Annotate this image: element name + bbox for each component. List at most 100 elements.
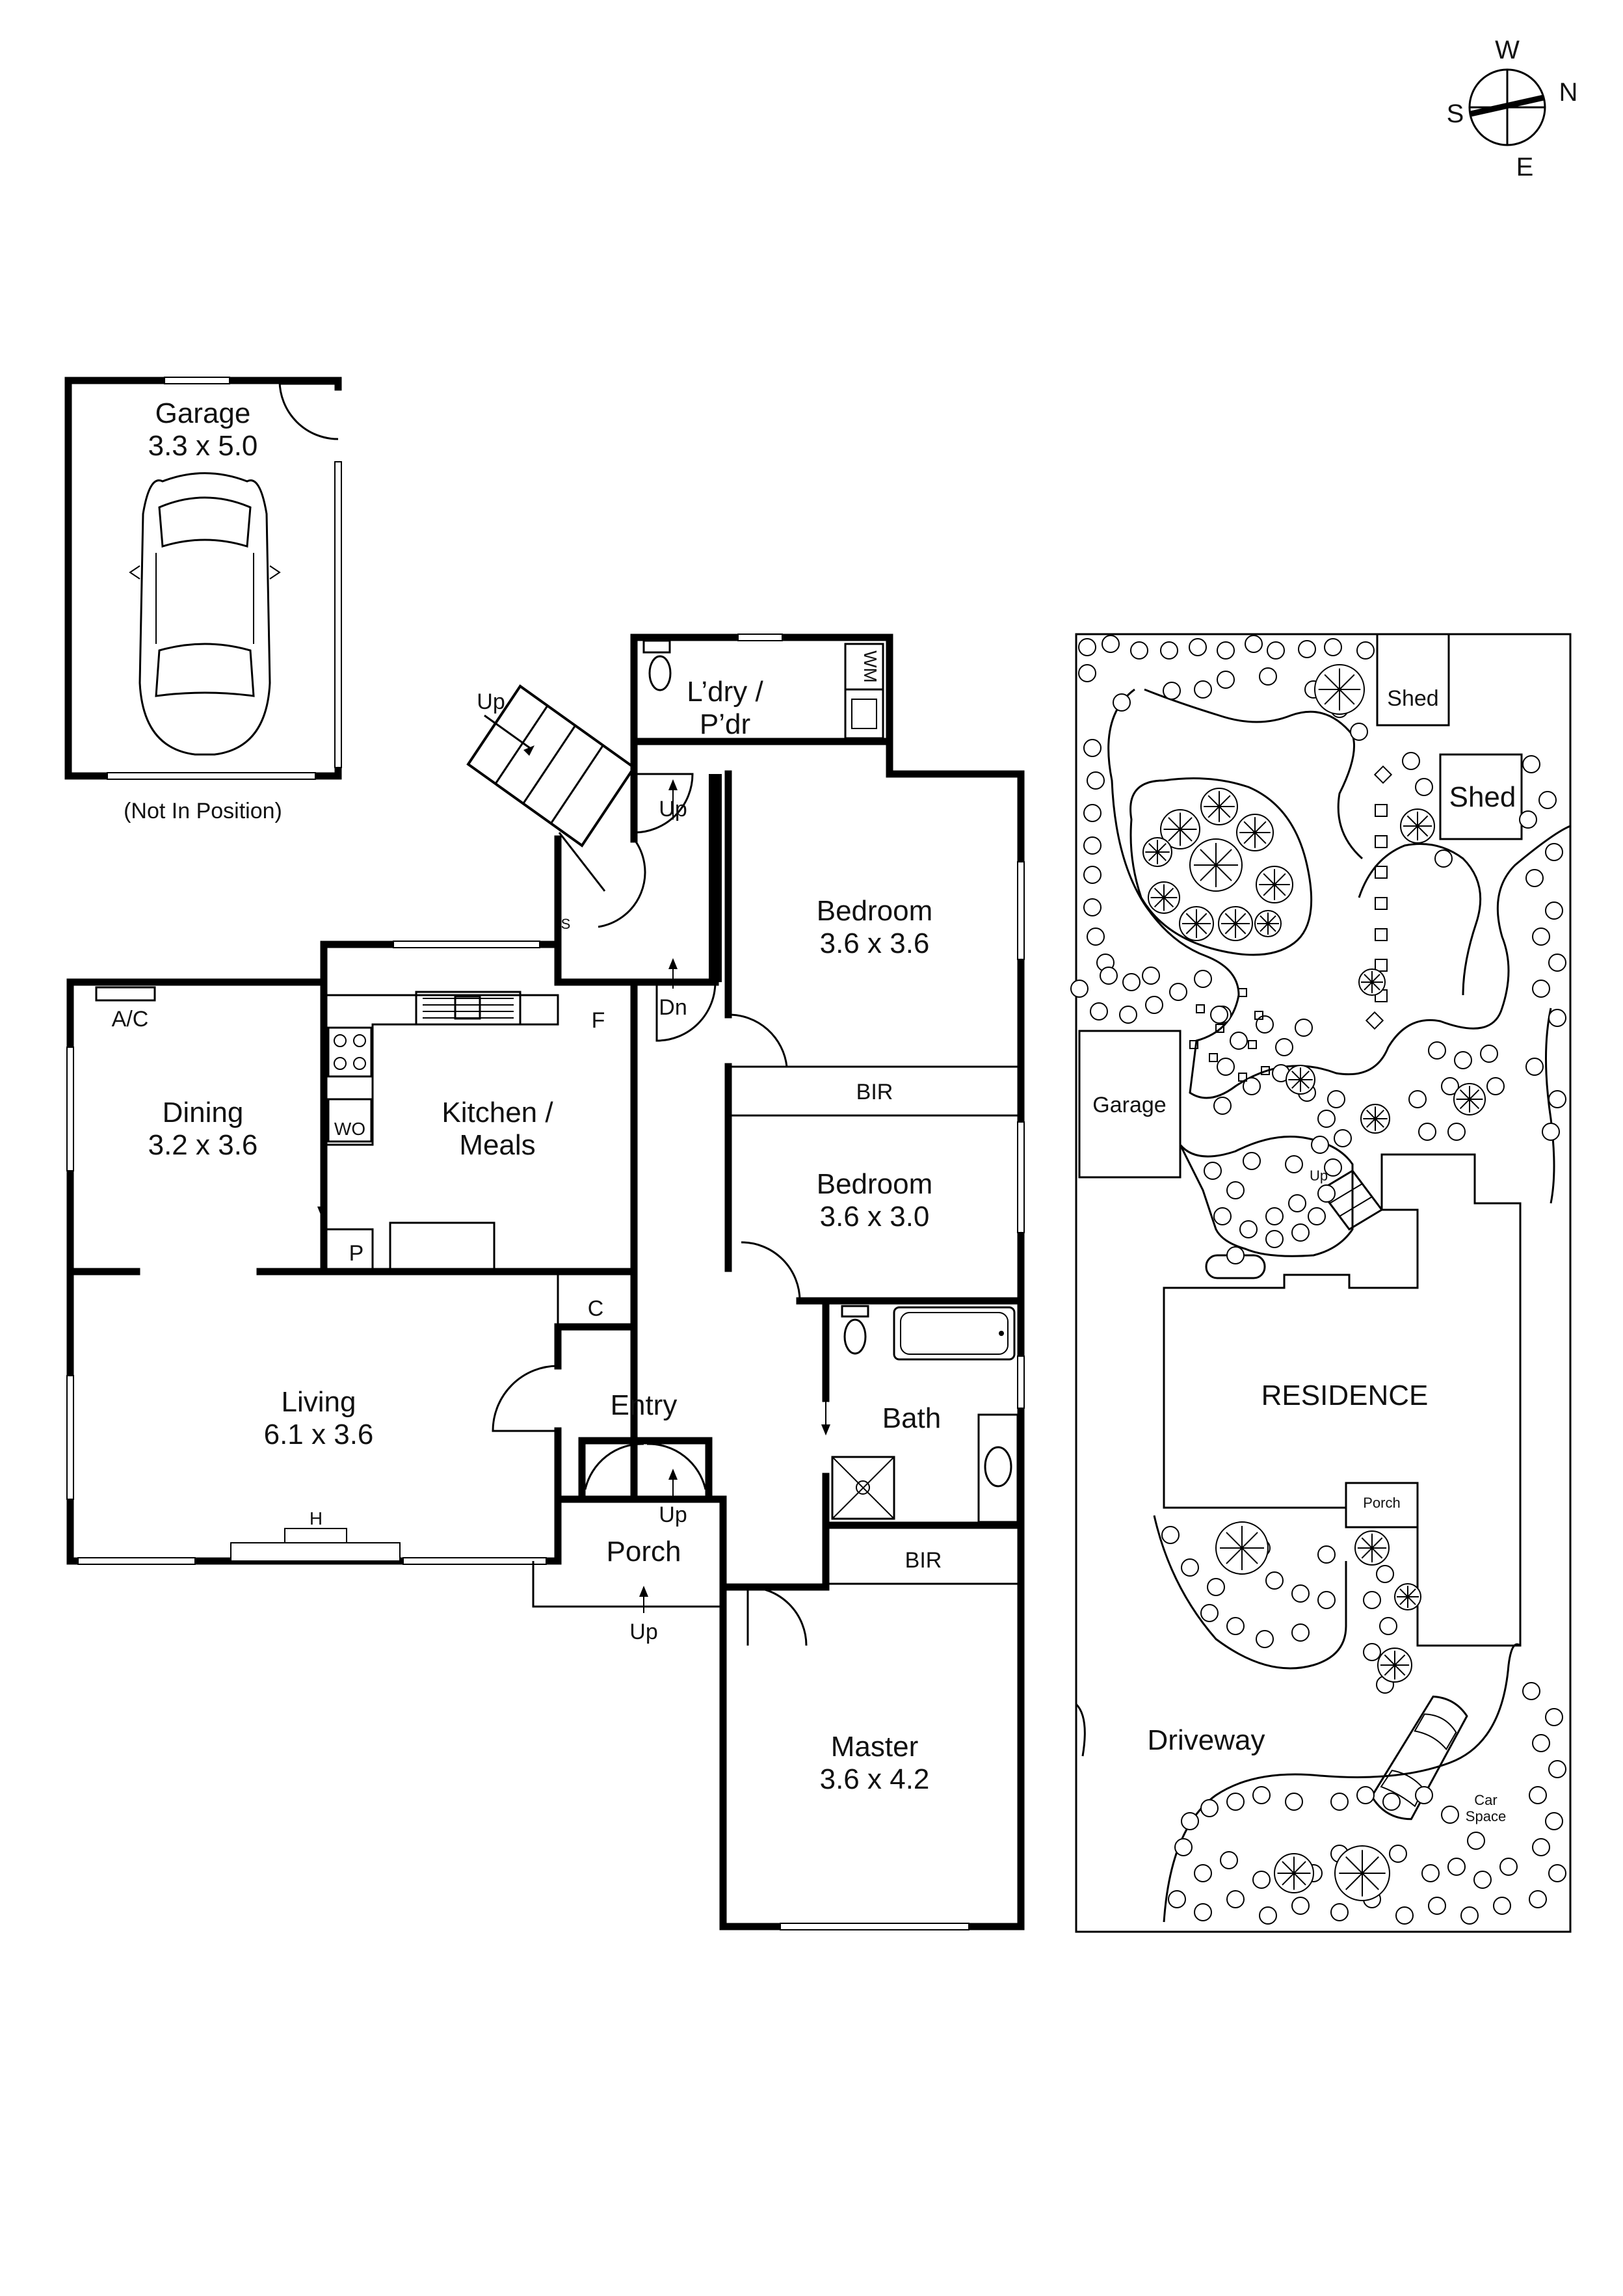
tree-branch bbox=[1362, 1873, 1379, 1890]
tree-branch bbox=[1163, 887, 1174, 898]
tree-branch bbox=[1459, 1099, 1470, 1110]
shrub-icon bbox=[1119, 1006, 1137, 1024]
garden-path-edge-2 bbox=[1144, 688, 1363, 860]
tree-branch bbox=[1180, 829, 1193, 842]
compass-east-label: E bbox=[1516, 153, 1534, 181]
shrub-icon bbox=[1545, 901, 1563, 920]
kitchen-island-bench bbox=[389, 1221, 495, 1273]
tree-branch bbox=[1263, 873, 1275, 885]
shrub-icon bbox=[1324, 1158, 1342, 1177]
shrub-icon bbox=[1145, 996, 1163, 1014]
tree-branch bbox=[1196, 923, 1207, 935]
shrub-icon bbox=[1113, 693, 1131, 712]
shrub-icon bbox=[1194, 680, 1212, 699]
shrub-icon bbox=[1317, 1184, 1336, 1203]
shrub-icon bbox=[1542, 1123, 1560, 1141]
house-plan: Up WM bbox=[66, 634, 1025, 1930]
shrub-icon bbox=[1529, 1890, 1547, 1908]
living-door-swing bbox=[492, 1365, 559, 1432]
compass-north-label: N bbox=[1559, 78, 1578, 107]
shrub-icon bbox=[1356, 1786, 1375, 1804]
shrub-icon bbox=[1382, 1793, 1401, 1811]
pantry-label: P bbox=[349, 1241, 364, 1266]
tree-branch bbox=[1243, 821, 1256, 833]
shrub-icon bbox=[1160, 641, 1178, 660]
tree-branch bbox=[1300, 1071, 1310, 1080]
shrub-icon bbox=[1267, 641, 1285, 660]
porch-up-arrow-icon bbox=[639, 1586, 648, 1597]
shrub-icon bbox=[1538, 791, 1557, 809]
shrub-icon bbox=[1087, 771, 1105, 790]
shrub-icon bbox=[1083, 804, 1102, 822]
shrub-icon bbox=[1402, 752, 1420, 770]
shrub-icon bbox=[1434, 849, 1453, 868]
shrub-icon bbox=[1389, 1845, 1407, 1863]
compass-needle-icon bbox=[1470, 94, 1544, 117]
garage-size: 3.3 x 5.0 bbox=[148, 430, 258, 462]
garage-plan: Garage 3.3 x 5.0 (Not In Position) bbox=[64, 377, 342, 823]
tree-branch bbox=[1371, 974, 1380, 983]
tree-branch bbox=[1224, 913, 1236, 924]
bedroom2-name: Bedroom bbox=[817, 1168, 933, 1200]
shed2-box bbox=[1439, 753, 1523, 840]
shrub-icon bbox=[1548, 1090, 1566, 1108]
shrub-icon bbox=[1454, 1051, 1472, 1069]
stair-dn-label: Dn bbox=[659, 995, 687, 1020]
shrub-icon bbox=[1265, 1571, 1284, 1590]
porch-step bbox=[532, 1561, 723, 1608]
tree-branch bbox=[1200, 849, 1217, 866]
shrub-icon bbox=[1480, 1045, 1498, 1063]
tree-branch bbox=[1282, 1873, 1295, 1886]
heater bbox=[284, 1528, 347, 1543]
shrub-icon bbox=[1189, 638, 1207, 656]
kitchen-sink-icon bbox=[415, 991, 521, 1026]
shrub-icon bbox=[1194, 970, 1212, 988]
shrub-icon bbox=[1100, 967, 1118, 985]
tree-branch bbox=[1394, 1654, 1406, 1666]
shrub-icon bbox=[1243, 1077, 1261, 1095]
shrub-icon bbox=[1519, 810, 1537, 829]
shrub-icon bbox=[1308, 1207, 1326, 1225]
site-vegetation bbox=[1070, 635, 1566, 1925]
site-porch-label: Porch bbox=[1363, 1495, 1400, 1511]
tree-branch bbox=[1254, 821, 1267, 833]
shrub-icon bbox=[1078, 664, 1096, 682]
paver-icon bbox=[1215, 1024, 1224, 1033]
tree-branch bbox=[1406, 815, 1418, 827]
tree-branch bbox=[1263, 884, 1275, 896]
shrub-icon bbox=[1275, 1038, 1293, 1056]
house-wall-dining-kitchen-top bbox=[66, 941, 562, 986]
shed2-label: Shed bbox=[1449, 781, 1516, 813]
shrub-icon bbox=[1285, 1155, 1303, 1173]
laundry-window bbox=[737, 634, 783, 641]
dining-name: Dining bbox=[163, 1097, 244, 1128]
wall-oven-label: WO bbox=[334, 1119, 365, 1139]
master-door-swing bbox=[746, 1586, 808, 1646]
shrub-icon bbox=[1532, 928, 1550, 946]
shrub-icon bbox=[1532, 1838, 1550, 1856]
tree-branch bbox=[1260, 923, 1269, 932]
garage-window-bottom bbox=[107, 772, 316, 780]
shrub-icon bbox=[1291, 1623, 1310, 1642]
ac-label: A/C bbox=[112, 1007, 149, 1032]
shrub-icon bbox=[1142, 967, 1160, 985]
bir1-label: BIR bbox=[856, 1080, 893, 1104]
washing-machine-label: WM bbox=[860, 650, 880, 683]
shrub-icon bbox=[1356, 641, 1375, 660]
kitchen-name2: Meals bbox=[459, 1129, 535, 1161]
tree-branch bbox=[1168, 829, 1181, 842]
site-garage-label: Garage bbox=[1092, 1093, 1166, 1117]
shrub-icon bbox=[1213, 1207, 1232, 1225]
shrub-icon bbox=[1379, 1617, 1397, 1635]
garage-note: (Not In Position) bbox=[124, 799, 282, 823]
tree-branch bbox=[1196, 913, 1207, 924]
tree-branch bbox=[1407, 1588, 1416, 1597]
tree-branch bbox=[1180, 817, 1193, 830]
shrub-icon bbox=[1256, 1630, 1274, 1648]
shrub-icon bbox=[1317, 1110, 1336, 1128]
tree-branch bbox=[1274, 873, 1286, 885]
shrub-icon bbox=[1122, 973, 1141, 991]
compass-west-label: W bbox=[1495, 36, 1520, 64]
tree-branch bbox=[1154, 897, 1165, 908]
shrub-icon bbox=[1298, 640, 1316, 658]
